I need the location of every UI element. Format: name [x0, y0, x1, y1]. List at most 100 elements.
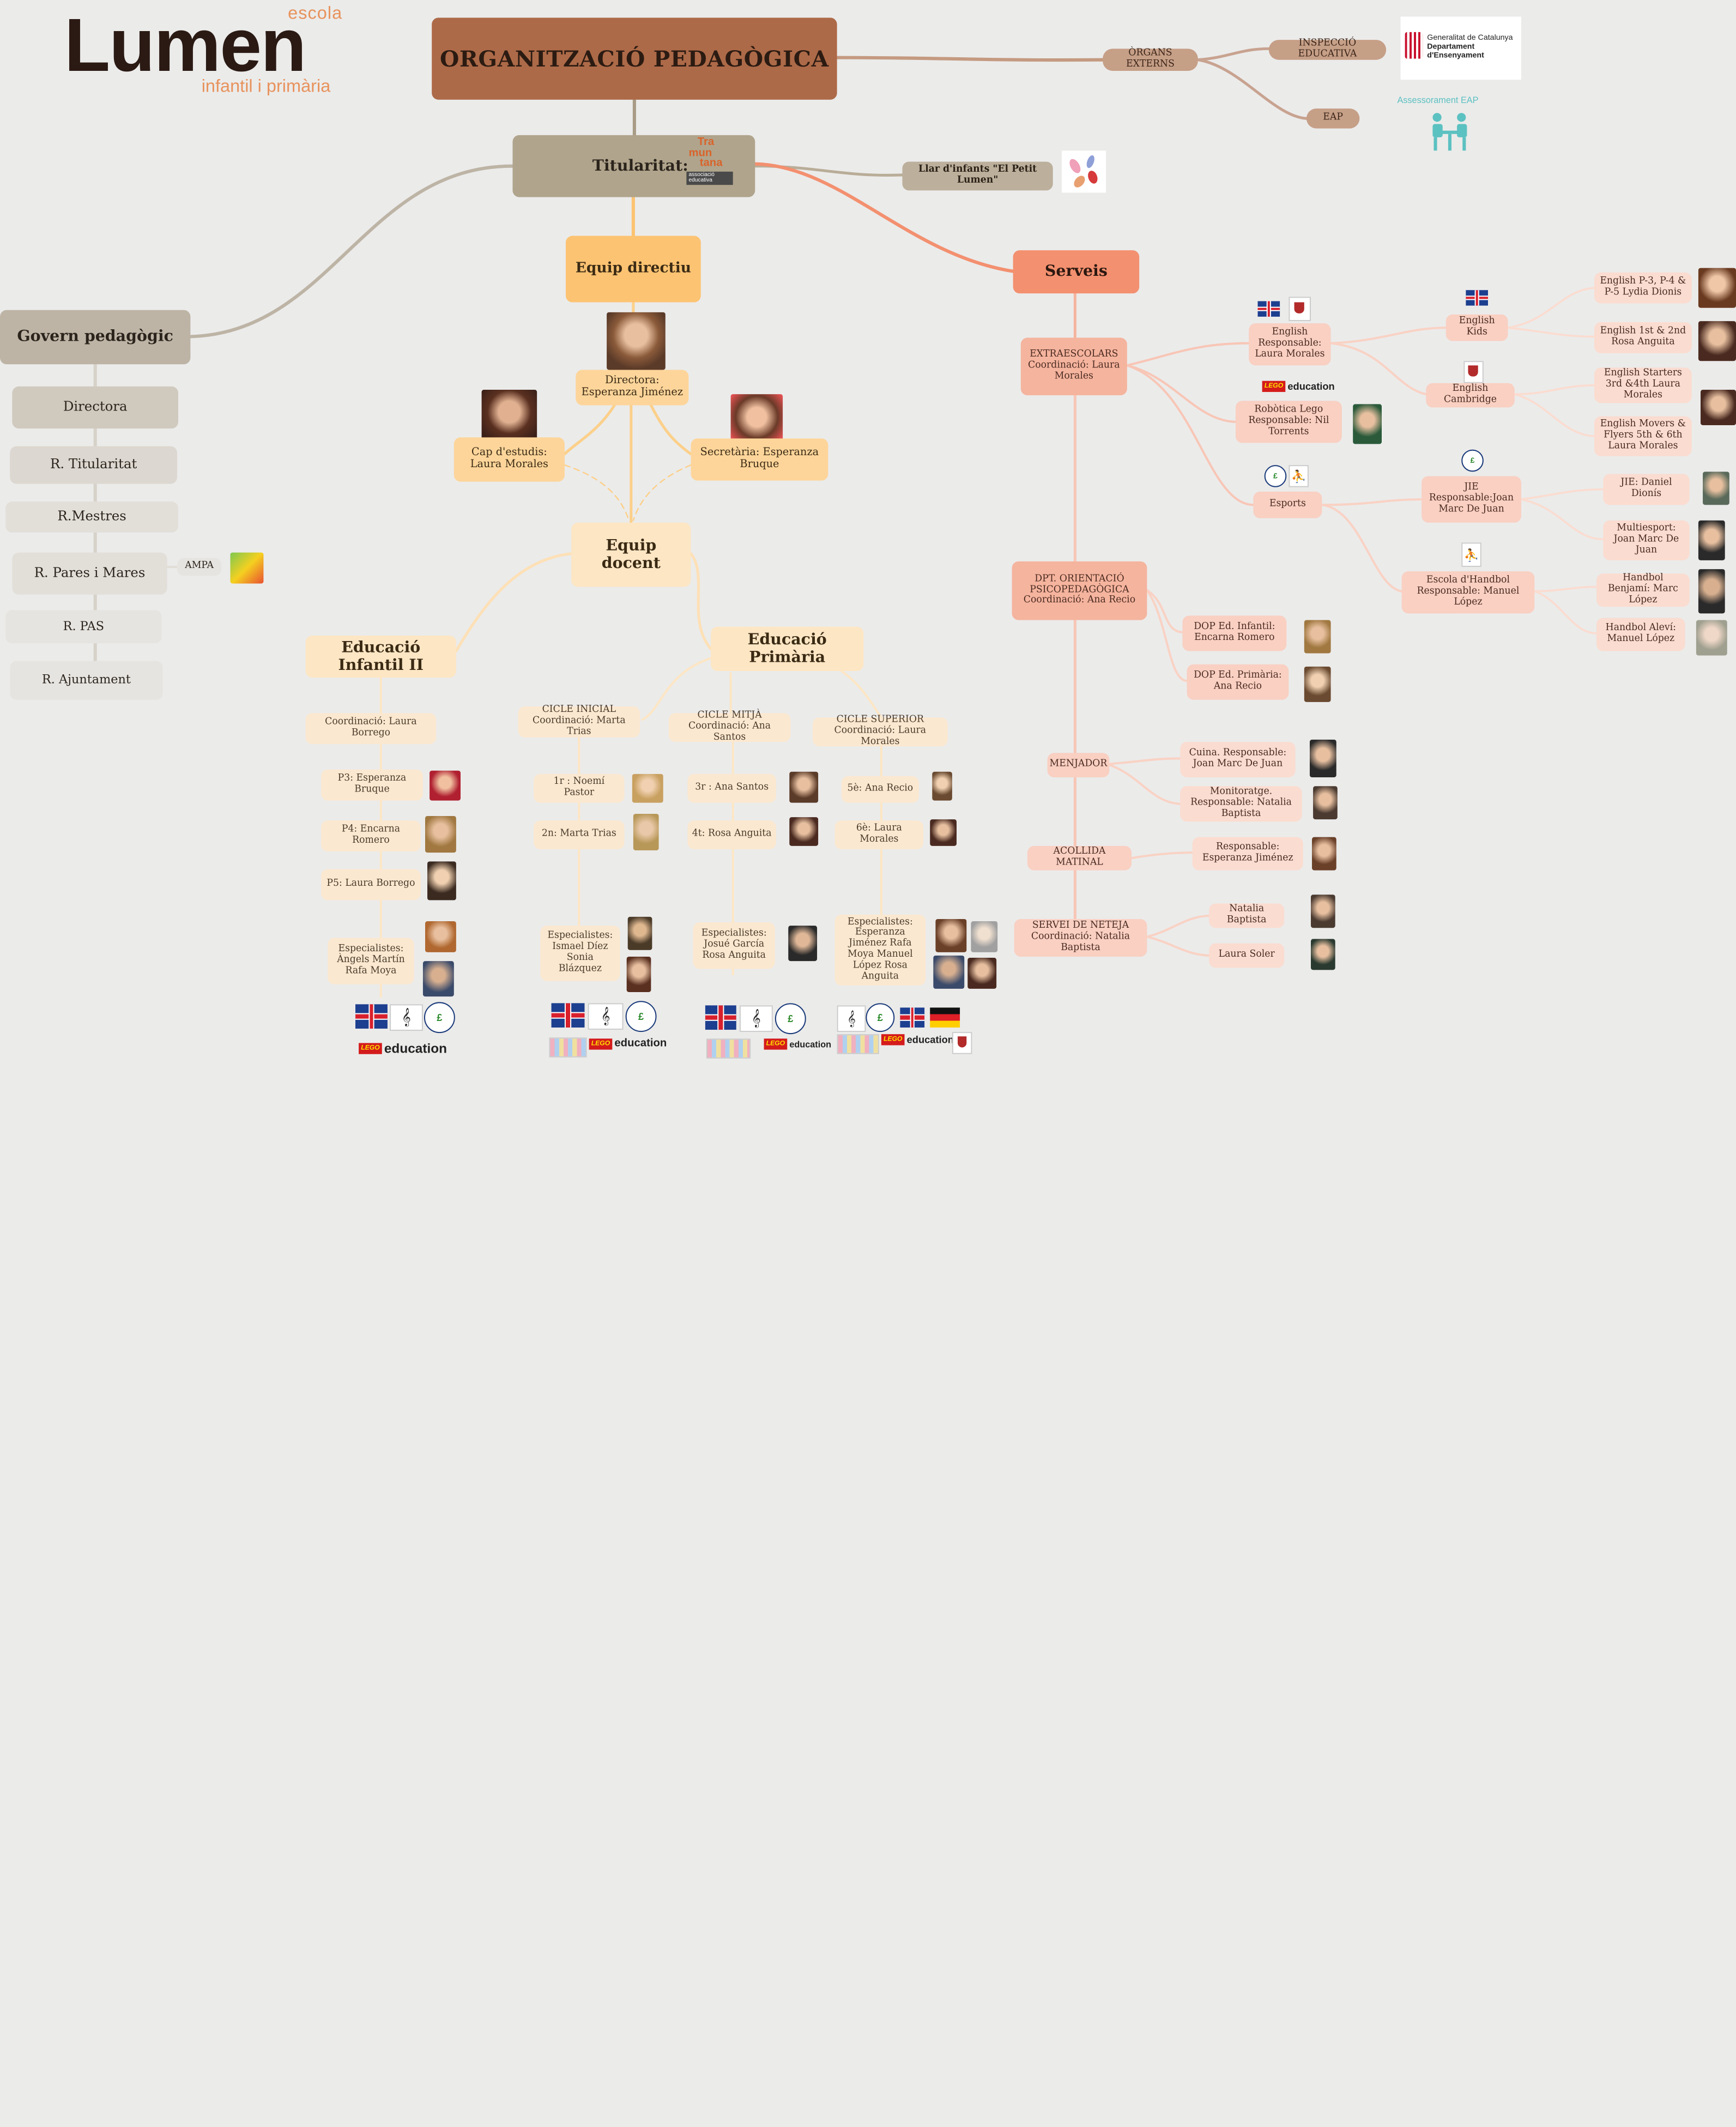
cambridge-icon — [952, 1032, 972, 1054]
infantil-node[interactable]: Educació Infantil II — [305, 635, 456, 678]
handbol-node[interactable]: Escola d'Handbol Responsable: Manuel Lóp… — [1401, 571, 1535, 614]
llar-infants-node[interactable]: Llar d'infants "El Petit Lumen" — [902, 161, 1053, 191]
sports-icon: £ — [424, 1002, 455, 1034]
title-node[interactable]: ORGANITZACIÓ PEDAGÒGICA — [432, 17, 837, 100]
lego-brand: LEGO — [764, 1038, 788, 1050]
p4-node[interactable]: P4: Encarna Romero — [321, 820, 421, 852]
cicle-superior-node[interactable]: CICLE SUPERIOR Coordinació: Laura Morale… — [812, 715, 948, 747]
uk-flag-icon — [355, 1004, 388, 1029]
manuel-photo — [1696, 620, 1727, 656]
jie-node[interactable]: JIE Responsable:Joan Marc De Juan — [1422, 476, 1521, 523]
govern-node[interactable]: Govern pedagògic — [0, 310, 191, 365]
neteja-natalia-photo — [1311, 895, 1335, 928]
jie-daniel-node[interactable]: JIE: Daniel Dionís — [1603, 474, 1690, 505]
superior-especialistes-node[interactable]: Especialistes: Esperanza Jiménez Rafa Mo… — [834, 914, 926, 986]
dpt-orientacio-node[interactable]: DPT. ORIENTACIÓ PSICOPEDAGÒGICA Coordina… — [1012, 561, 1147, 620]
infantil-coord-node[interactable]: Coordinació: Laura Borrego — [305, 713, 437, 744]
neteja-node[interactable]: SERVEI DE NETEJA Coordinació: Natalia Ba… — [1014, 919, 1147, 957]
primaria-node[interactable]: Educació Primària — [711, 626, 864, 671]
acollida-resp-node[interactable]: Responsable: Esperanza Jiménez — [1192, 837, 1303, 871]
p4-photo — [425, 816, 456, 853]
english-kids-node[interactable]: English Kids — [1445, 314, 1508, 341]
dop-primaria-node[interactable]: DOP Ed. Primària: Ana Recio — [1187, 664, 1289, 700]
superior-6e-node[interactable]: 6è: Laura Morales — [834, 820, 924, 849]
menjador-node[interactable]: MENJADOR — [1047, 753, 1110, 777]
infantil-esp-photo-1 — [425, 921, 456, 952]
robotica-node[interactable]: Robòtica Lego Responsable: Nil Torrents — [1235, 401, 1342, 443]
titularitat-node[interactable]: Titularitat: — [512, 135, 755, 197]
multiesport-node[interactable]: Multiesport: Joan Marc De Juan — [1603, 520, 1690, 560]
equip-directiu-node[interactable]: Equip directiu — [565, 235, 701, 303]
sports-icon: £ — [775, 1003, 806, 1035]
sports-icon: £ — [1264, 465, 1287, 487]
directora-node[interactable]: Directora: Esperanza Jiménez — [576, 370, 689, 406]
inicial-especialistes-node[interactable]: Especialistes: Ismael Díez Sonia Blázque… — [540, 926, 620, 981]
neteja-natalia-node[interactable]: Natalia Baptista — [1209, 903, 1285, 928]
lydia-photo — [1698, 268, 1736, 308]
tramuntana-sub: associació educativa — [686, 171, 733, 185]
sports-icon: £ — [866, 1003, 895, 1032]
mitja-3r-photo — [789, 771, 819, 803]
secretaria-node[interactable]: Secretària: Esperanza Bruque — [691, 438, 828, 481]
inicial-1r-node[interactable]: 1r : Noemí Pastor — [534, 774, 625, 803]
handbol-alevi-node[interactable]: Handbol Aleví: Manuel López — [1596, 618, 1685, 651]
nil-photo — [1353, 404, 1382, 444]
cap-estudis-node[interactable]: Cap d'estudis: Laura Morales — [453, 437, 565, 482]
directora-photo — [607, 312, 666, 370]
inspeccio-node[interactable]: INSPECCIÓ EDUCATIVA — [1268, 38, 1387, 60]
eap-node[interactable]: EAP — [1306, 108, 1360, 129]
mitja-4t-node[interactable]: 4t: Rosa Anguita — [687, 820, 776, 849]
dop-infantil-node[interactable]: DOP Ed. Infantil: Encarna Romero — [1182, 615, 1287, 651]
mitja-especialistes-node[interactable]: Especialistes: Josué García Rosa Anguita — [693, 922, 775, 969]
inicial-esp-photo-1 — [627, 916, 652, 950]
govern-item-directora[interactable]: Directora — [12, 386, 179, 429]
superior-5e-node[interactable]: 5è: Ana Recio — [841, 776, 919, 803]
english-cambridge-1-node[interactable]: English Starters 3rd &4th Laura Morales — [1594, 367, 1692, 403]
esports-node[interactable]: Esports — [1253, 491, 1322, 518]
superior-esp-photo-4 — [967, 958, 997, 989]
extraescolars-node[interactable]: EXTRAESCOLARS Coordinació: Laura Morales — [1020, 337, 1127, 396]
lego-text: education — [906, 1034, 954, 1046]
govern-item-pas[interactable]: R. PAS — [5, 610, 162, 644]
govern-item-pares[interactable]: R. Pares i Mares — [12, 552, 167, 595]
infantil-especialistes-node[interactable]: Especialistes: Àngels Martín Rafa Moya — [328, 938, 414, 984]
cicle-inicial-node[interactable]: CICLE INICIAL Coordinació: Marta Trias — [518, 705, 640, 738]
monitoratge-node[interactable]: Monitoratge. Responsable: Natalia Baptis… — [1180, 786, 1302, 822]
english-cambridge-2-node[interactable]: English Movers & Flyers 5th & 6th Laura … — [1594, 416, 1692, 456]
sports-icon: £ — [1461, 449, 1484, 472]
p5-node[interactable]: P5: Laura Borrego — [321, 869, 421, 901]
handball-icon: ⛹ — [1289, 465, 1309, 487]
lego-text: education — [614, 1037, 667, 1050]
music-icon: 𝄞 — [739, 1005, 773, 1032]
organs-externs-node[interactable]: ÒRGANS EXTERNS — [1103, 48, 1198, 71]
english-kids-2-node[interactable]: English 1st & 2nd Rosa Anguita — [1594, 322, 1692, 353]
acollida-node[interactable]: ACOLLIDA MATINAL — [1027, 845, 1132, 871]
neteja-laura-node[interactable]: Laura Soler — [1209, 943, 1285, 968]
english-kids-1-node[interactable]: English P-3, P-4 & P-5 Lydia Dionis — [1594, 272, 1692, 304]
uk-flag-icon — [705, 1005, 736, 1030]
music-icon: 𝄞 — [588, 1003, 624, 1030]
govern-item-titularitat[interactable]: R. Titularitat — [10, 446, 177, 484]
govern-item-mestres[interactable]: R.Mestres — [5, 501, 179, 533]
lego-brand: LEGO — [1262, 380, 1286, 392]
english-node[interactable]: English Responsable: Laura Morales — [1249, 323, 1331, 366]
cuina-node[interactable]: Cuina. Responsable: Joan Marc De Juan — [1180, 741, 1296, 777]
equip-docent-node[interactable]: Equip docent — [571, 522, 691, 587]
handbol-benjami-node[interactable]: Handbol Benjamí: Marc López — [1596, 573, 1690, 607]
ampa-node[interactable]: AMPA — [177, 558, 222, 576]
infantil-esp-photo-2 — [422, 961, 454, 997]
p3-node[interactable]: P3: Esperanza Bruque — [321, 769, 423, 801]
english-cambridge-node[interactable]: English Cambridge — [1426, 383, 1515, 408]
tramuntana-logo: Tra mun tana associació educativa — [686, 137, 733, 185]
govern-item-ajuntament[interactable]: R. Ajuntament — [10, 661, 163, 700]
daniel-photo — [1703, 472, 1729, 505]
neteja-laura-photo — [1311, 939, 1335, 970]
inicial-2n-node[interactable]: 2n: Marta Trias — [534, 820, 625, 849]
art-icon — [837, 1034, 879, 1054]
mitja-3r-node[interactable]: 3r : Ana Santos — [687, 774, 776, 803]
lego-text: education — [1287, 380, 1335, 392]
serveis-node[interactable]: Serveis — [1013, 250, 1140, 294]
superior-esp-photo-1 — [935, 919, 967, 952]
cicle-mitja-node[interactable]: CICLE MITJÀ Coordinació: Ana Santos — [668, 710, 791, 743]
